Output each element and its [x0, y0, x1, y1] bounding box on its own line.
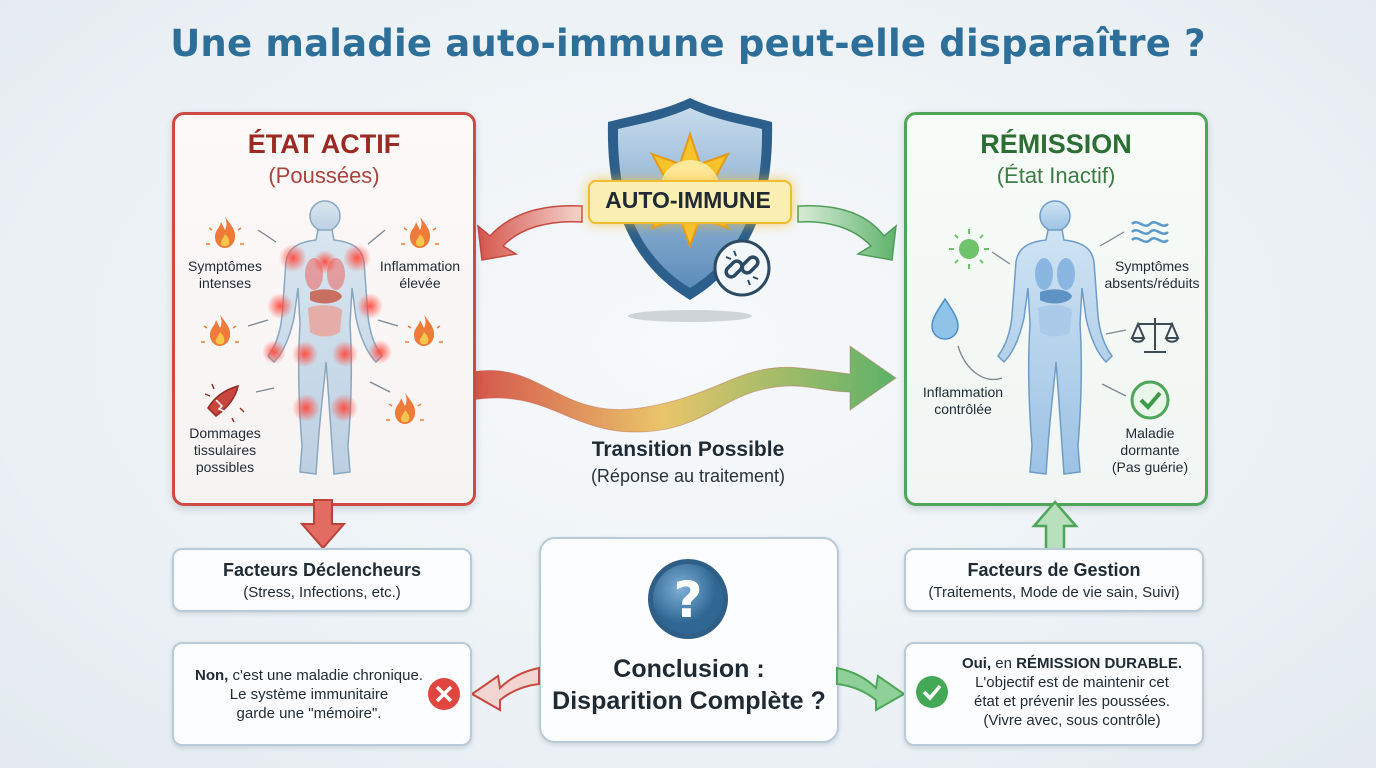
- remission-subheading: (État Inactif): [996, 163, 1116, 188]
- answer-yes-box: Oui, en RÉMISSION DURABLE. L'objectif es…: [904, 642, 1204, 746]
- water-drop-icon: [931, 297, 959, 340]
- wave-icon: [1131, 221, 1169, 243]
- label-symptoms-absent: Symptômes absents/réduits: [1104, 258, 1200, 291]
- balance-scale-icon: [1130, 318, 1180, 353]
- label-tissue-damage: Dommages tissulaires possibles: [189, 425, 261, 475]
- management-subtitle: (Traitements, Mode de vie sain, Suivi): [928, 584, 1180, 601]
- torn-tissue-icon: [204, 383, 245, 423]
- sun-icon: [949, 229, 989, 269]
- broken-link-icon: [713, 239, 771, 297]
- active-subheading: (Poussées): [268, 163, 380, 188]
- answer-no-bold: Non,: [195, 667, 229, 684]
- triggers-title: Facteurs Déclencheurs: [222, 560, 422, 580]
- arrow-up-management: [1031, 500, 1079, 552]
- arrow-down-triggers: [299, 499, 347, 550]
- triggers-box: Facteurs Déclencheurs (Stress, Infection…: [172, 548, 472, 612]
- remission-heading: RÉMISSION: [980, 129, 1132, 159]
- cross-icon: [428, 678, 460, 710]
- svg-text:?: ?: [673, 571, 702, 629]
- auto-immune-label: AUTO-IMMUNE: [605, 187, 771, 213]
- auto-immune-badge: [588, 180, 792, 224]
- management-title: Facteurs de Gestion: [967, 560, 1141, 580]
- label-disease-dormant: Maladie dormante (Pas guérie): [1111, 425, 1189, 475]
- body-figure-icon: [997, 200, 1113, 475]
- label-inflammation-high: Inflammation élevée: [379, 258, 461, 291]
- question-icon: ?: [648, 559, 728, 639]
- check-icon: [916, 676, 948, 708]
- conclusion-line1: Conclusion :: [613, 655, 765, 683]
- label-symptoms-intense: Symptômes intenses: [188, 258, 262, 291]
- body-figure-icon: [262, 200, 392, 475]
- check-icon: [1130, 380, 1170, 420]
- answer-no-box: Non, c'est une maladie chronique. Le sys…: [172, 642, 472, 746]
- triggers-subtitle: (Stress, Infections, etc.): [243, 584, 401, 601]
- active-heading: ÉTAT ACTIF: [247, 129, 401, 159]
- management-box: Facteurs de Gestion (Traitements, Mode d…: [904, 548, 1204, 612]
- label-inflammation-controlled: Inflammation contrôlée: [922, 384, 1004, 417]
- page-title: Une maladie auto-immune peut-elle dispar…: [170, 22, 1206, 65]
- conclusion-line2: Disparition Complète ?: [552, 687, 826, 715]
- transition-subtitle: (Réponse au traitement): [590, 466, 786, 486]
- transition-title: Transition Possible: [591, 438, 785, 461]
